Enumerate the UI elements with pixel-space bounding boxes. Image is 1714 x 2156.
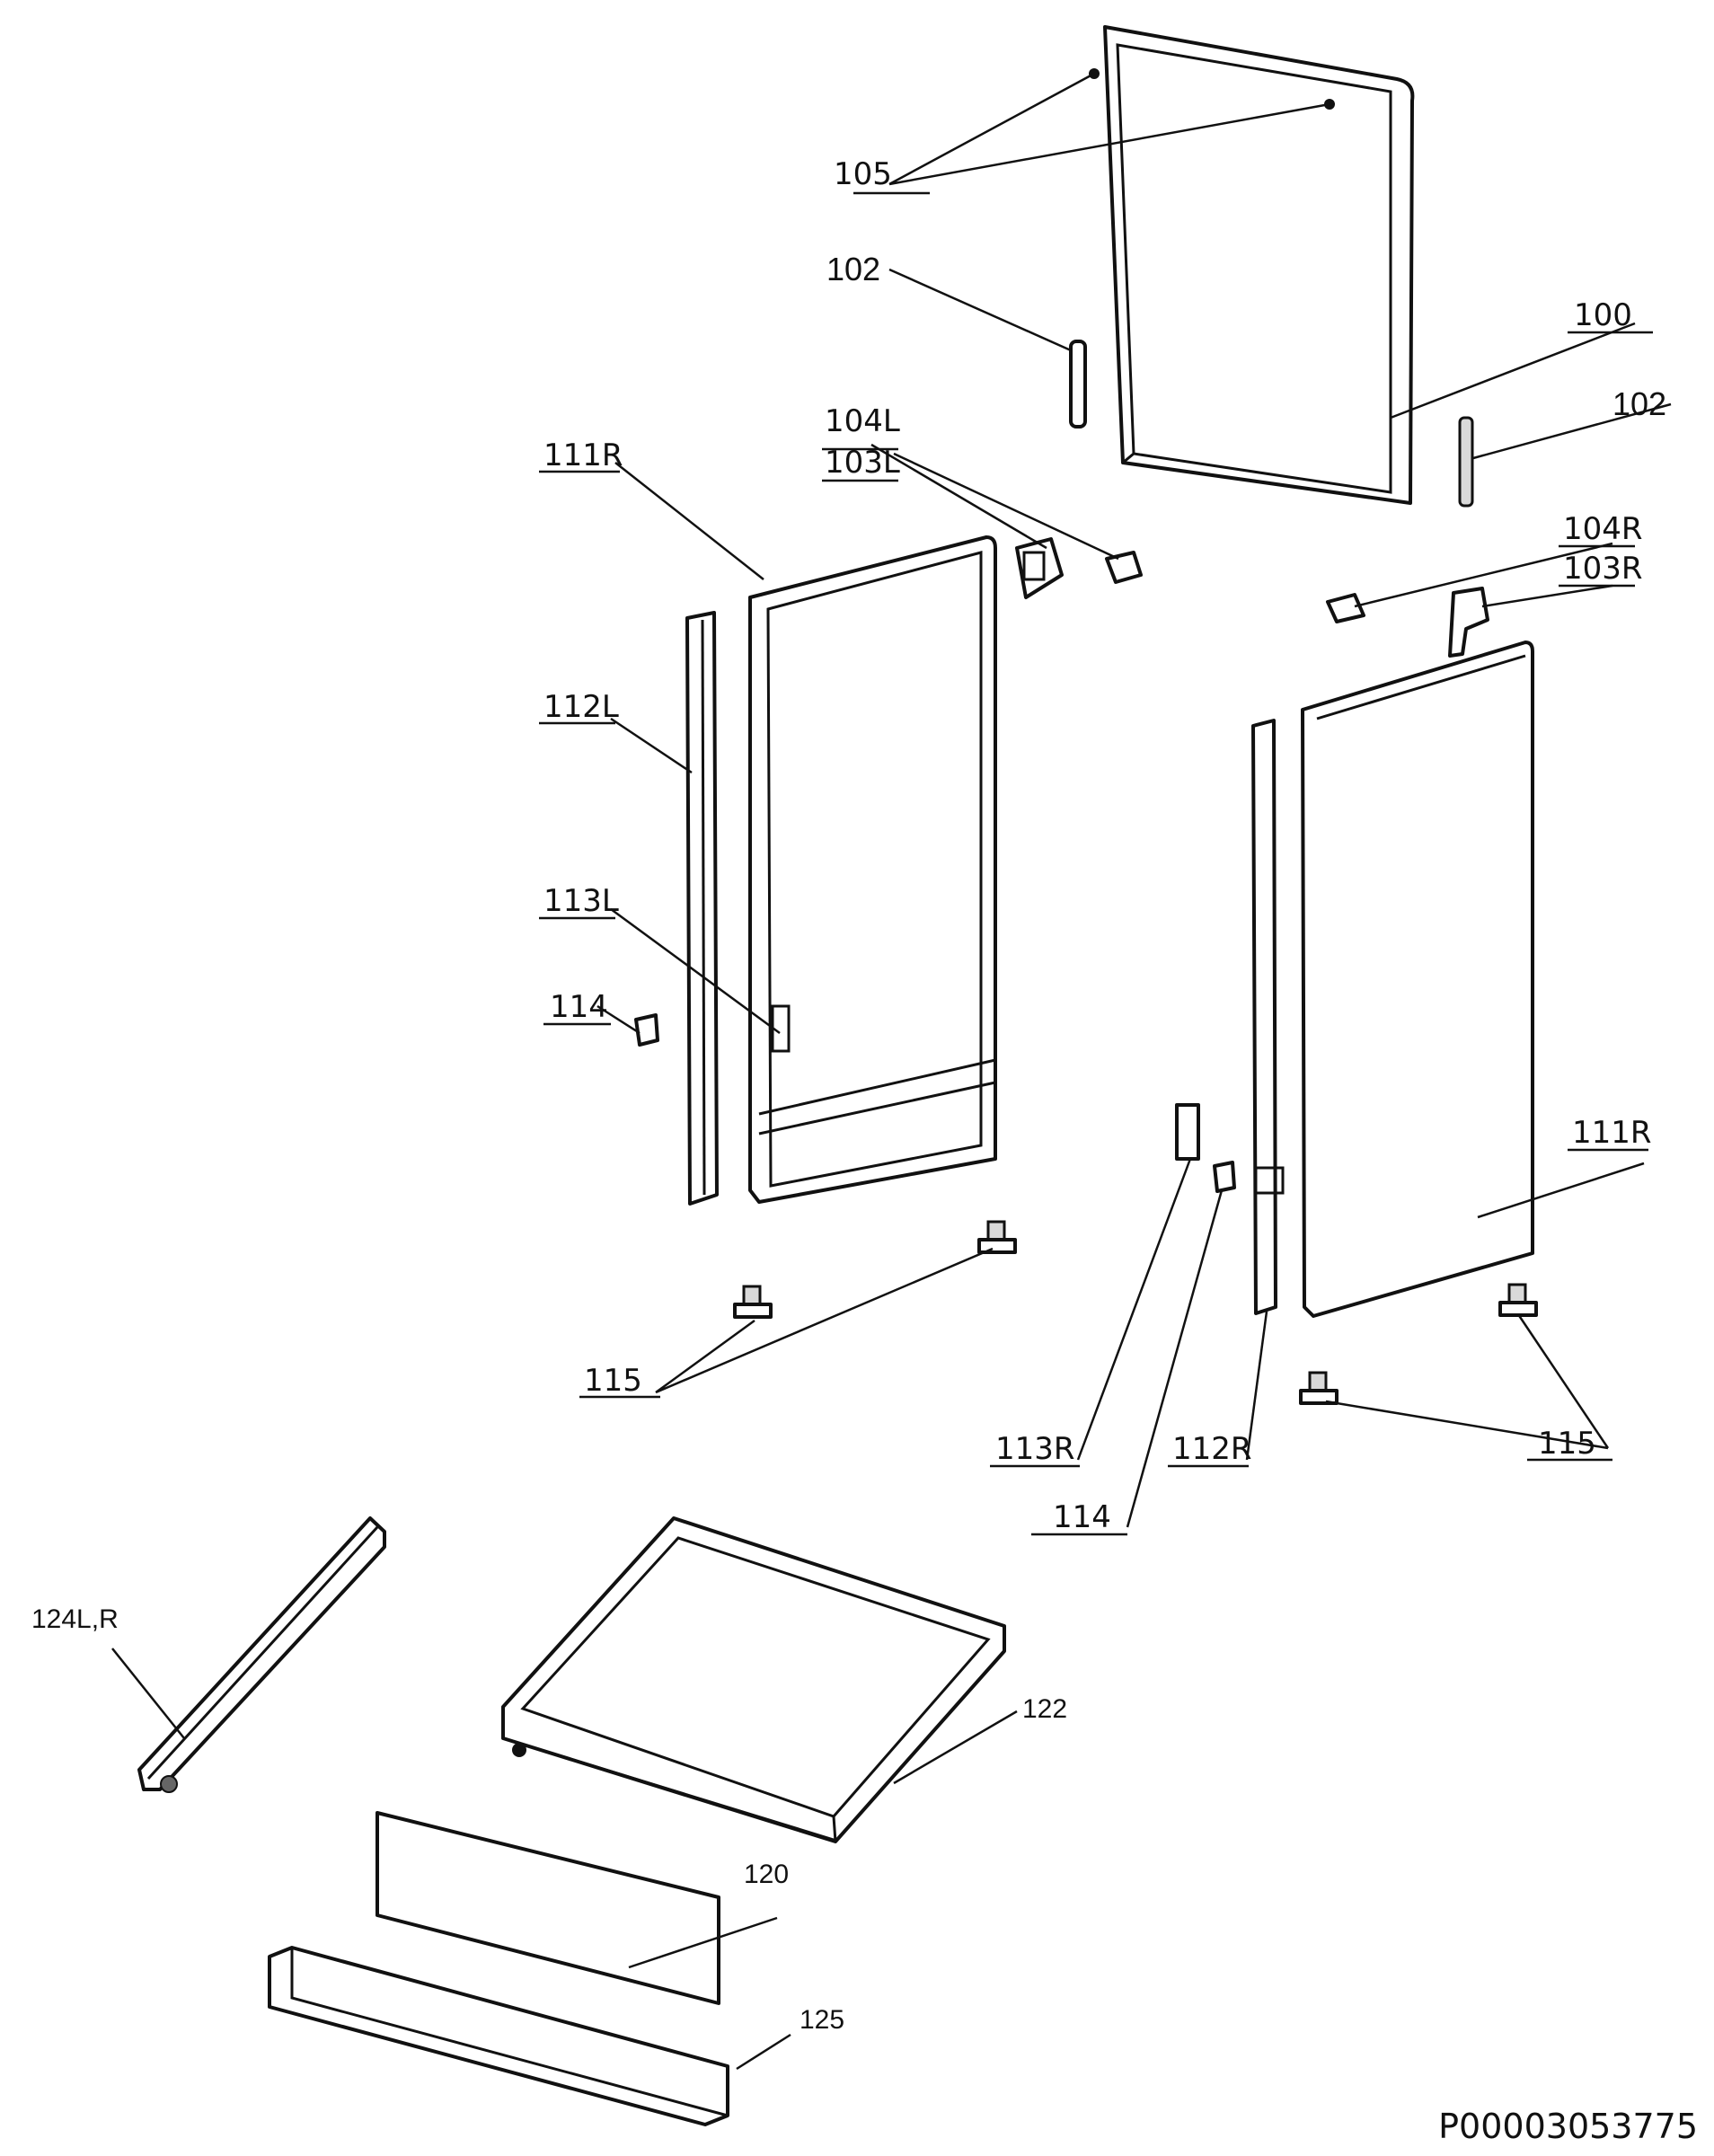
leader-lines [111, 72, 1672, 2071]
drawing-number: P00003053775 [1438, 2107, 1698, 2146]
foot-4 [1299, 1371, 1339, 1405]
part-103L-hinge [1015, 537, 1064, 599]
label-122: 122 [1022, 1694, 1067, 1724]
part-112L-left-rail [685, 611, 719, 1206]
label-111R-right: 111R [1572, 1115, 1652, 1151]
part-112R-right-rail [1251, 719, 1285, 1315]
part-104L-hinge [1105, 551, 1143, 584]
label-104R: 104R [1563, 511, 1643, 547]
part-120-front-panel [375, 1811, 720, 2005]
part-122-base-tray [501, 1516, 1006, 1843]
part-113R-latch [1175, 1103, 1200, 1161]
part-111R-right-side-panel [1301, 641, 1534, 1318]
part-102-right-bar [1458, 416, 1474, 508]
label-103R: 103R [1563, 551, 1643, 587]
label-104L: 104L [825, 403, 900, 439]
label-125: 125 [800, 2005, 844, 2035]
label-102-left: 102 [826, 251, 880, 287]
label-100: 100 [1574, 297, 1632, 333]
label-112L: 112L [543, 689, 619, 725]
part-111R-left-side-panel [748, 535, 997, 1204]
label-115-left: 115 [584, 1363, 642, 1399]
callout-labels: 105 102 100 102 104L 103L 104R 103R 111R… [31, 156, 1666, 2035]
part-103R-hinge [1448, 587, 1489, 658]
label-114-left: 114 [550, 989, 608, 1025]
label-111R-left: 111R [543, 437, 623, 473]
label-102-right: 102 [1612, 385, 1666, 422]
part-114-left-clip [634, 1013, 659, 1047]
label-113R: 113R [995, 1431, 1075, 1467]
foot-3 [1498, 1283, 1538, 1317]
part-115-feet [733, 1220, 1538, 1405]
label-120: 120 [744, 1860, 789, 1889]
label-103L: 103L [825, 445, 900, 481]
part-114-right-clip [1213, 1161, 1236, 1193]
label-105: 105 [834, 156, 892, 192]
part-100-top-frame [1103, 25, 1415, 505]
foot-2 [733, 1285, 773, 1319]
part-102-left-bar [1069, 340, 1087, 429]
label-124LR: 124L,R [31, 1604, 119, 1634]
label-115-right: 115 [1538, 1426, 1596, 1462]
part-104R-hinge [1326, 593, 1365, 623]
label-114-right: 114 [1053, 1499, 1111, 1535]
part-124-slide-rail [137, 1516, 386, 1793]
label-underlines [539, 191, 1653, 1536]
label-112R: 112R [1172, 1431, 1252, 1467]
foot-1 [977, 1220, 1017, 1254]
part-125-plinth [268, 1946, 729, 2126]
label-113L: 113L [543, 883, 619, 919]
